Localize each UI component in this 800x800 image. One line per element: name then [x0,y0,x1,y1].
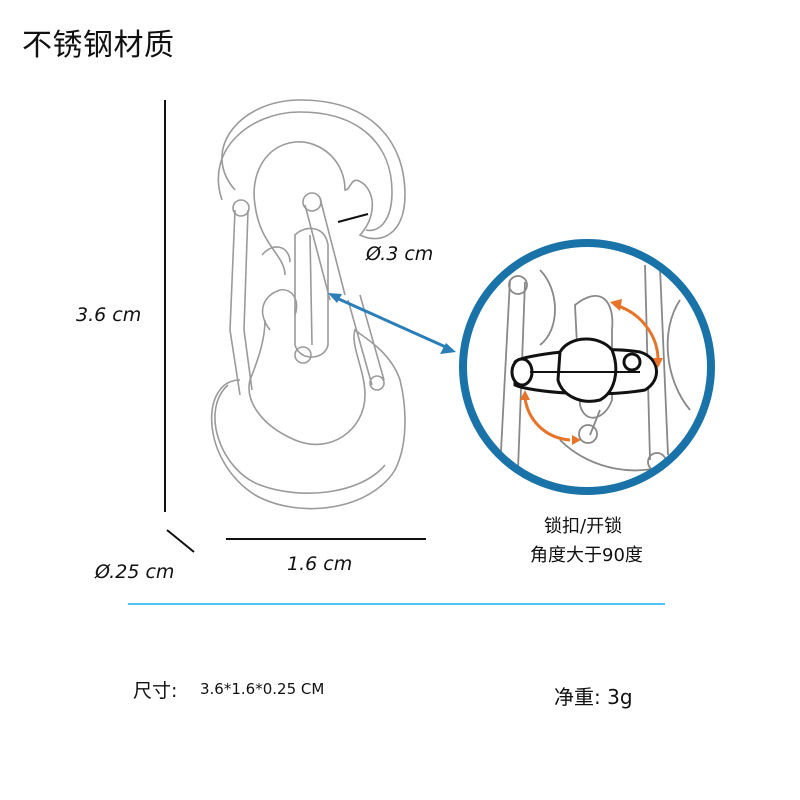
size-label: 尺寸: [133,680,178,702]
thickness-dimension-label: Ø.25 cm [95,561,175,583]
lock-note-line2: 角度大于90度 [530,545,643,566]
callout-arrow-head-end [440,343,456,354]
zoom-ring [459,239,715,495]
lock-note-line1: 锁扣/开锁 [544,516,623,537]
weight-label: 净重: 3g [554,685,633,709]
page-title: 不锈钢材质 [22,28,175,63]
width-dimension-label: 1.6 cm [287,553,353,575]
gate-dimension-line [337,213,369,223]
rotate-arrow-top [614,303,660,361]
height-dimension-label: 3.6 cm [76,304,142,326]
callout-arrow [331,294,449,350]
zoom-detail [465,245,709,489]
rotate-arrow-bottom [523,397,571,442]
thickness-dimension-line [166,529,195,553]
callout-arrow-head-start [328,293,342,303]
gate-dimension-label: Ø.3 cm [366,243,434,265]
carabiner-drawing [210,99,406,510]
size-value: 3.6*1.6*0.25 CM [200,680,325,698]
